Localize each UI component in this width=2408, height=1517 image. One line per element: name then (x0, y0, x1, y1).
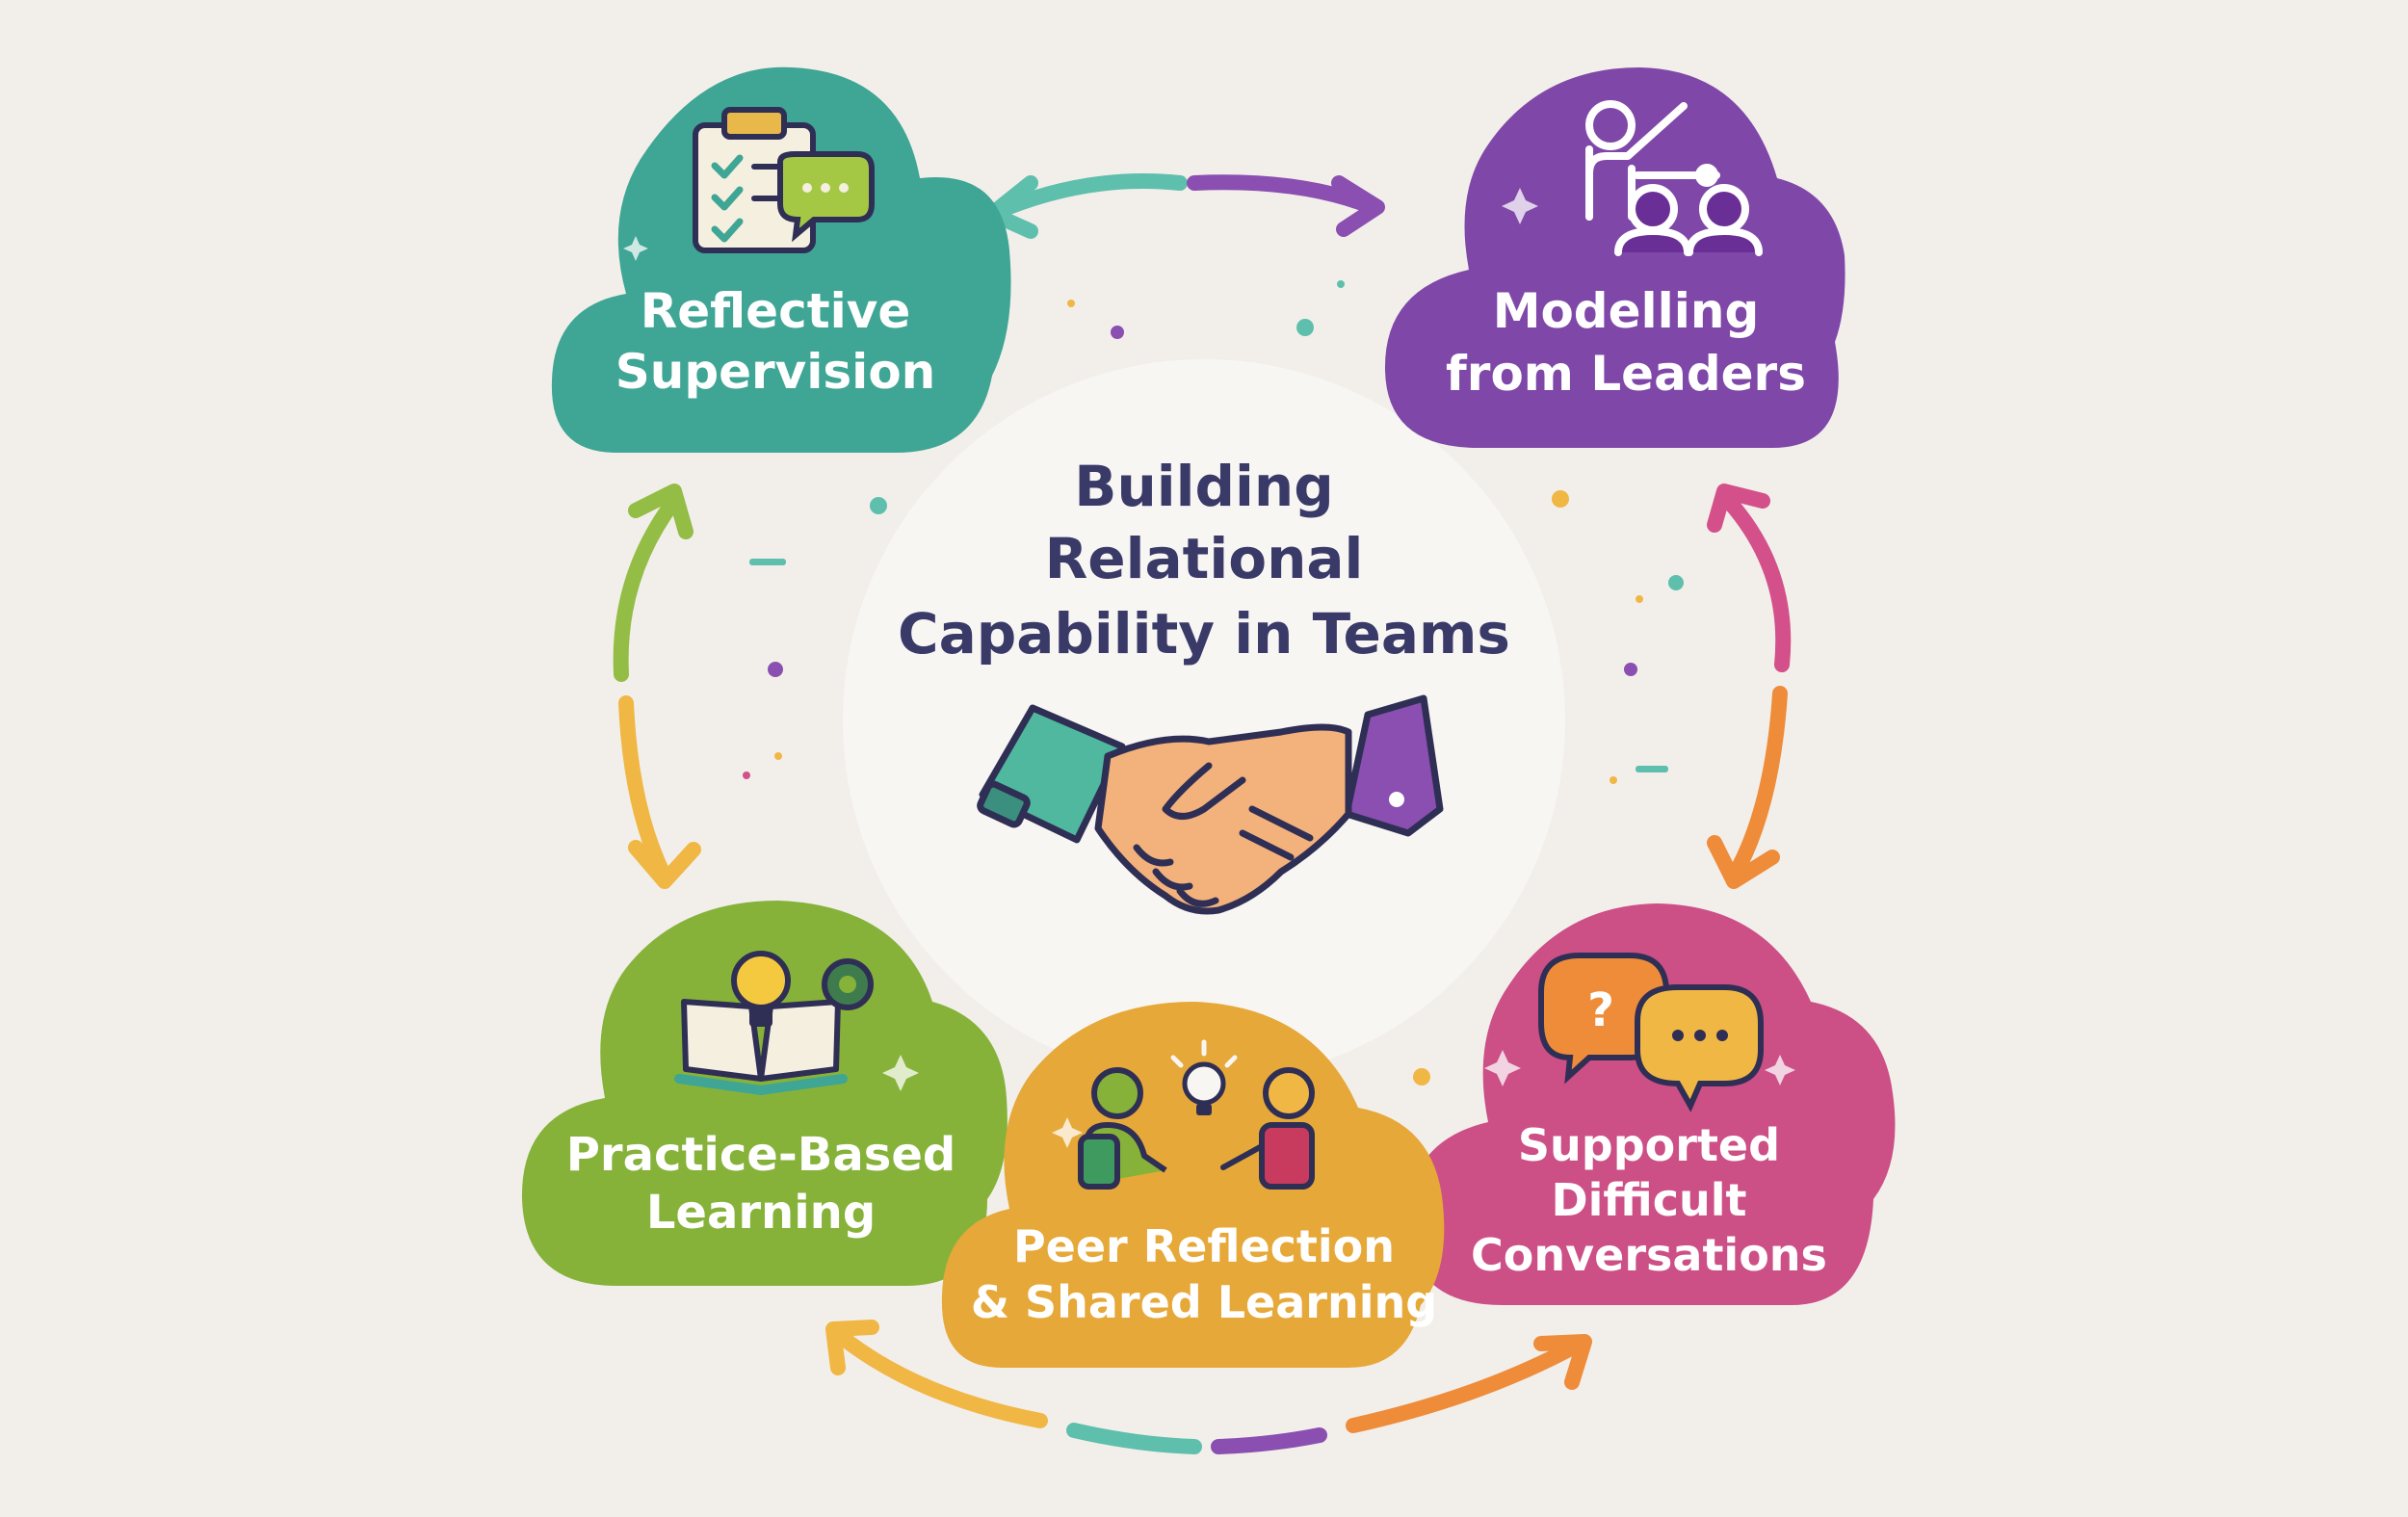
node-label-line: Reflective (641, 283, 911, 339)
node-label-line: Practice-Based (566, 1128, 955, 1182)
node-label-line: & Shared Learning (971, 1276, 1437, 1328)
center-title-line: Capability in Teams (898, 601, 1510, 667)
connector-right (1707, 484, 1792, 889)
node-label-line: Peer Reflection (1013, 1220, 1395, 1272)
node-label-line: Supported (1518, 1119, 1780, 1171)
node-peer-reflection[interactable]: Peer Reflection & Shared Learning (941, 1002, 1445, 1368)
node-supported-difficult-conversations[interactable]: ? Supported Difficult Conversations (1407, 903, 1896, 1305)
node-practice-based-learning[interactable]: Practice-Based Learning (521, 901, 1008, 1286)
sparkle-decorations (623, 188, 1795, 1148)
node-label-modelling-from-leaders: Modelling from Leaders (1446, 283, 1806, 402)
connector-bottom (825, 1320, 1592, 1454)
svg-text:?: ? (1587, 983, 1614, 1037)
node-label-line: Learning (646, 1186, 876, 1240)
node-reflective-supervision[interactable]: Reflective Supervision (551, 66, 1011, 453)
node-label-line: Conversations (1471, 1229, 1827, 1281)
node-label-practice-based-learning: Practice-Based Learning (566, 1128, 955, 1240)
center-title-line: Building (1074, 454, 1333, 519)
book-lightbulb-gear-icon (674, 951, 874, 1096)
handshake-icon (977, 694, 1444, 915)
center-title-line: Relational (1045, 526, 1364, 591)
node-label-peer-reflection: Peer Reflection & Shared Learning (971, 1220, 1437, 1328)
connector-top (984, 173, 1385, 239)
speech-bubbles-icon: ? (1538, 953, 1764, 1112)
confetti (743, 280, 1684, 1085)
peers-idea-icon (1078, 1039, 1315, 1190)
node-label-line: from Leaders (1446, 346, 1806, 402)
node-label-line: Difficult (1551, 1174, 1746, 1226)
connector-left (613, 484, 701, 889)
center-title: Building Relational Capability in Teams (898, 454, 1510, 667)
node-label-line: Modelling (1493, 283, 1760, 339)
node-modelling-from-leaders[interactable]: Modelling from Leaders (1384, 67, 1845, 448)
clipboard-checklist-icon (693, 107, 875, 253)
node-label-line: Supervision (615, 344, 936, 400)
center-circle (843, 359, 1565, 1082)
node-label-reflective-supervision: Reflective Supervision (615, 283, 936, 400)
presenter-audience-icon (1585, 100, 1763, 256)
node-label-supported-difficult-conversations: Supported Difficult Conversations (1471, 1119, 1827, 1281)
